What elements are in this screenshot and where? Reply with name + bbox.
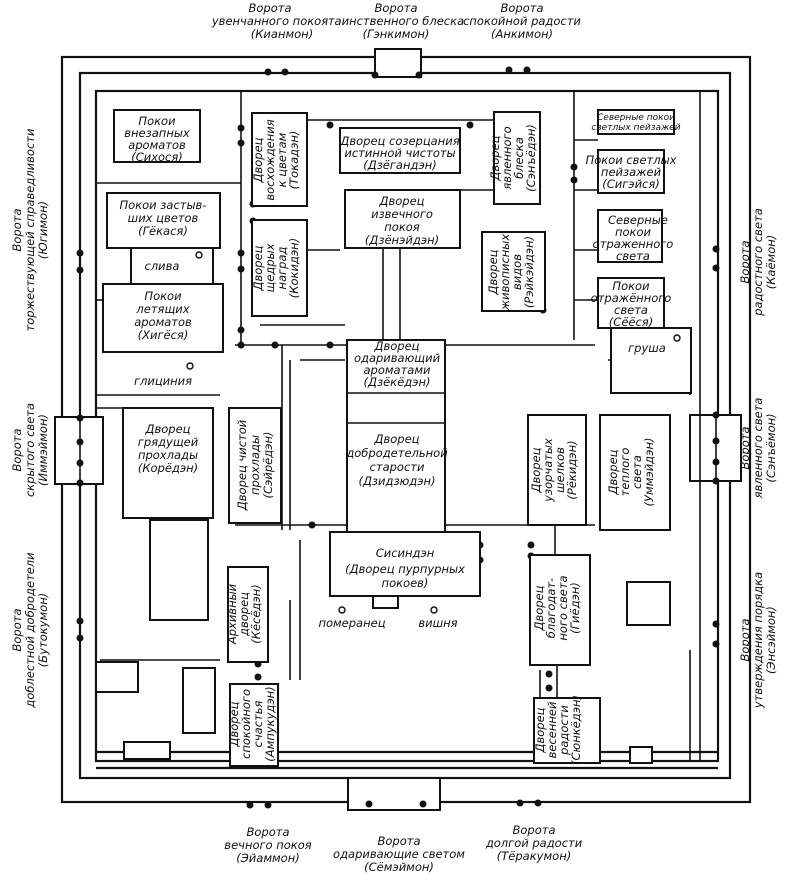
building-kyosoden xyxy=(227,566,269,663)
building-sigeisya xyxy=(597,149,665,194)
gate-label-yugimon: Воротаторжествующей справедливости(Югимо… xyxy=(10,128,50,331)
label-kyosoden: Архивныйдворец(Кёсёдэн) xyxy=(225,583,263,645)
building-sisinden xyxy=(329,531,481,597)
building-seesya xyxy=(597,277,665,329)
building-senyoden xyxy=(493,111,541,205)
gate-immeimon xyxy=(54,416,104,485)
gate-label-enseimon: Воротаутверждения порядка(Энсэймон) xyxy=(738,572,778,709)
building-ummeiden xyxy=(599,414,671,531)
building-dzegandan xyxy=(339,127,461,174)
label-tokaden: Дворецвосхожденияк цветам(Токадэн) xyxy=(251,119,301,200)
building-gekasya xyxy=(106,192,221,249)
building-tokaden xyxy=(251,112,308,207)
building-korodan xyxy=(122,407,214,519)
label-vishnya: вишня xyxy=(418,616,457,630)
label-sliva: слива xyxy=(145,259,180,273)
building-reikeiden xyxy=(481,231,546,312)
label-senyoden: Дворецявленногоблеска(Сэнъёдэн) xyxy=(488,124,538,192)
building-shunkeiden xyxy=(533,697,601,764)
building-sikhosya xyxy=(113,109,201,163)
label-reikeiden: Дворецживописныхвидов(Рэйкэйдэн) xyxy=(486,234,536,312)
building-dzenaiden xyxy=(344,189,461,249)
gate-genkimon xyxy=(374,48,422,78)
label-ummeiden: Дворецтеплогосвета(Уммэйдэн) xyxy=(606,438,656,507)
tree-marker-glitsiniya xyxy=(186,362,194,370)
building-seiryoden xyxy=(228,407,282,524)
label-pomeranets: померанец xyxy=(318,616,385,630)
label-grusha: груша xyxy=(628,341,666,355)
tree-marker-grusha xyxy=(673,334,681,342)
label-seiryoden: Дворец чистойпрохлады(Сэйрёдэн) xyxy=(235,419,275,511)
tree-marker-sliva xyxy=(195,251,203,259)
label-gekasya: Покои застыв-ших цветов(Гёкася) xyxy=(120,198,207,238)
gate-label-immeimon: Воротаскрытого света(Иммэймон) xyxy=(10,403,50,497)
building-ampukuden xyxy=(229,683,279,767)
building-giyoden xyxy=(529,554,591,666)
label-giyoden: Дворецблагодат-ного света(Гиёдэн) xyxy=(532,575,582,640)
label-shunkeiden: Дворецвесеннейрадости(Сюнкёдэн) xyxy=(533,695,583,765)
tree-marker-pomeranets xyxy=(338,606,346,614)
label-rekiden: Дворецузорчатыхшелков(Рёкидэн) xyxy=(529,438,579,503)
gate-label-butokumon: Воротадоблестной добродетели(Бутокумон) xyxy=(10,552,50,709)
building-rekiden xyxy=(527,414,587,526)
building-dzekeden-dzidzyuden xyxy=(346,339,446,566)
tree-marker-vishnya xyxy=(430,606,438,614)
building-khigesya xyxy=(102,283,224,353)
building-north-seesya xyxy=(597,209,663,263)
building-kokiden xyxy=(251,219,308,317)
gate-label-kaemon: Воротарадостного света(Каёмон) xyxy=(738,208,778,317)
building-north-sigeisya xyxy=(597,109,675,135)
label-ampukuden: Дворецспокойногосчастья(Ампукудэн) xyxy=(227,686,277,761)
gate-label-senyomon: Воротаявленного света(Сэнъёмон) xyxy=(738,398,778,499)
label-glitsiniya: глициния xyxy=(134,374,192,388)
label-kokiden: Дворецщедрыхнаград(Кокидэн) xyxy=(251,238,301,298)
